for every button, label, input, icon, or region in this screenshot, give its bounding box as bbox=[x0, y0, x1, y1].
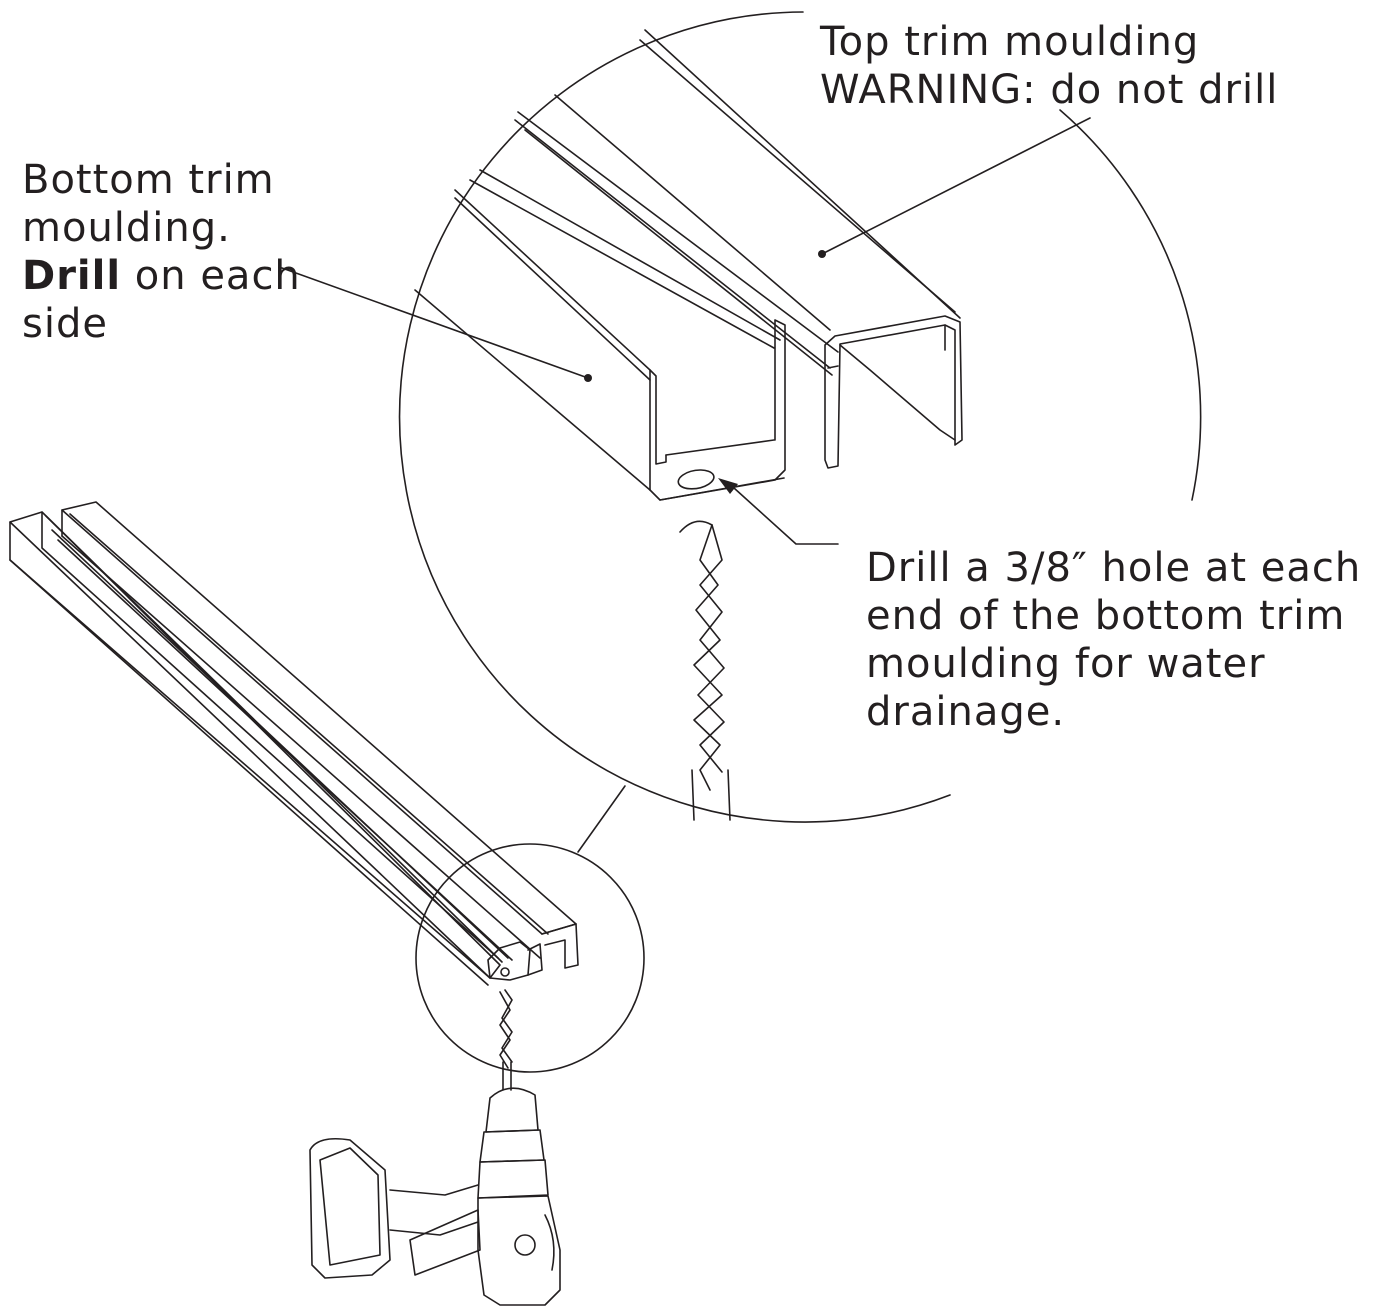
bottom-trim-line-2: moulding. bbox=[22, 205, 231, 251]
detail-callout-circle bbox=[415, 843, 645, 1073]
drill-hole-callout: Drill a 3/8″ hole at each end of the bot… bbox=[866, 544, 1361, 736]
detail-magnifier-circle bbox=[398, 11, 951, 823]
bottom-trim-line-3: Drill on each bbox=[22, 252, 301, 300]
detail-connector-line bbox=[577, 785, 626, 853]
overview-trim-rail bbox=[9, 501, 579, 986]
top-trim-callout: Top trim moulding WARNING: do not drill bbox=[820, 18, 1278, 114]
top-trim-leader-dot bbox=[818, 250, 826, 258]
top-trim-moulding-drawing bbox=[514, 29, 963, 469]
bottom-trim-leader-dot bbox=[584, 374, 592, 382]
bottom-trim-leader bbox=[281, 267, 589, 379]
bottom-trim-moulding-drawing bbox=[414, 169, 786, 501]
drill-hole-line-4: drainage. bbox=[866, 689, 1066, 735]
drill-hole-line-1: Drill a 3/8″ hole at each bbox=[866, 545, 1362, 591]
drill-hole-line-2: end of the bottom trim bbox=[866, 593, 1346, 639]
drill-hole-leader bbox=[733, 487, 839, 545]
detail-magnifier-circle-right-arc bbox=[1059, 109, 1202, 501]
bottom-trim-callout: Bottom trim moulding. Drill on each side bbox=[22, 156, 301, 348]
bottom-trim-line-4: side bbox=[22, 301, 108, 347]
top-trim-leader bbox=[821, 117, 1091, 255]
bottom-trim-line-3-rest: on each bbox=[121, 253, 301, 299]
drill-hole-arrowhead bbox=[718, 478, 738, 494]
top-trim-warning: WARNING: do not drill bbox=[820, 67, 1279, 113]
drill-bit-small bbox=[499, 989, 513, 1091]
bottom-trim-line-1: Bottom trim bbox=[22, 157, 275, 203]
leader-lines bbox=[281, 117, 1091, 545]
top-trim-title: Top trim moulding bbox=[820, 19, 1200, 65]
drill-emphasis: Drill bbox=[22, 253, 122, 299]
cordless-drill bbox=[309, 1087, 561, 1306]
drill-bit-magnified bbox=[679, 520, 731, 821]
drill-hole-line-3: moulding for water bbox=[866, 641, 1266, 687]
